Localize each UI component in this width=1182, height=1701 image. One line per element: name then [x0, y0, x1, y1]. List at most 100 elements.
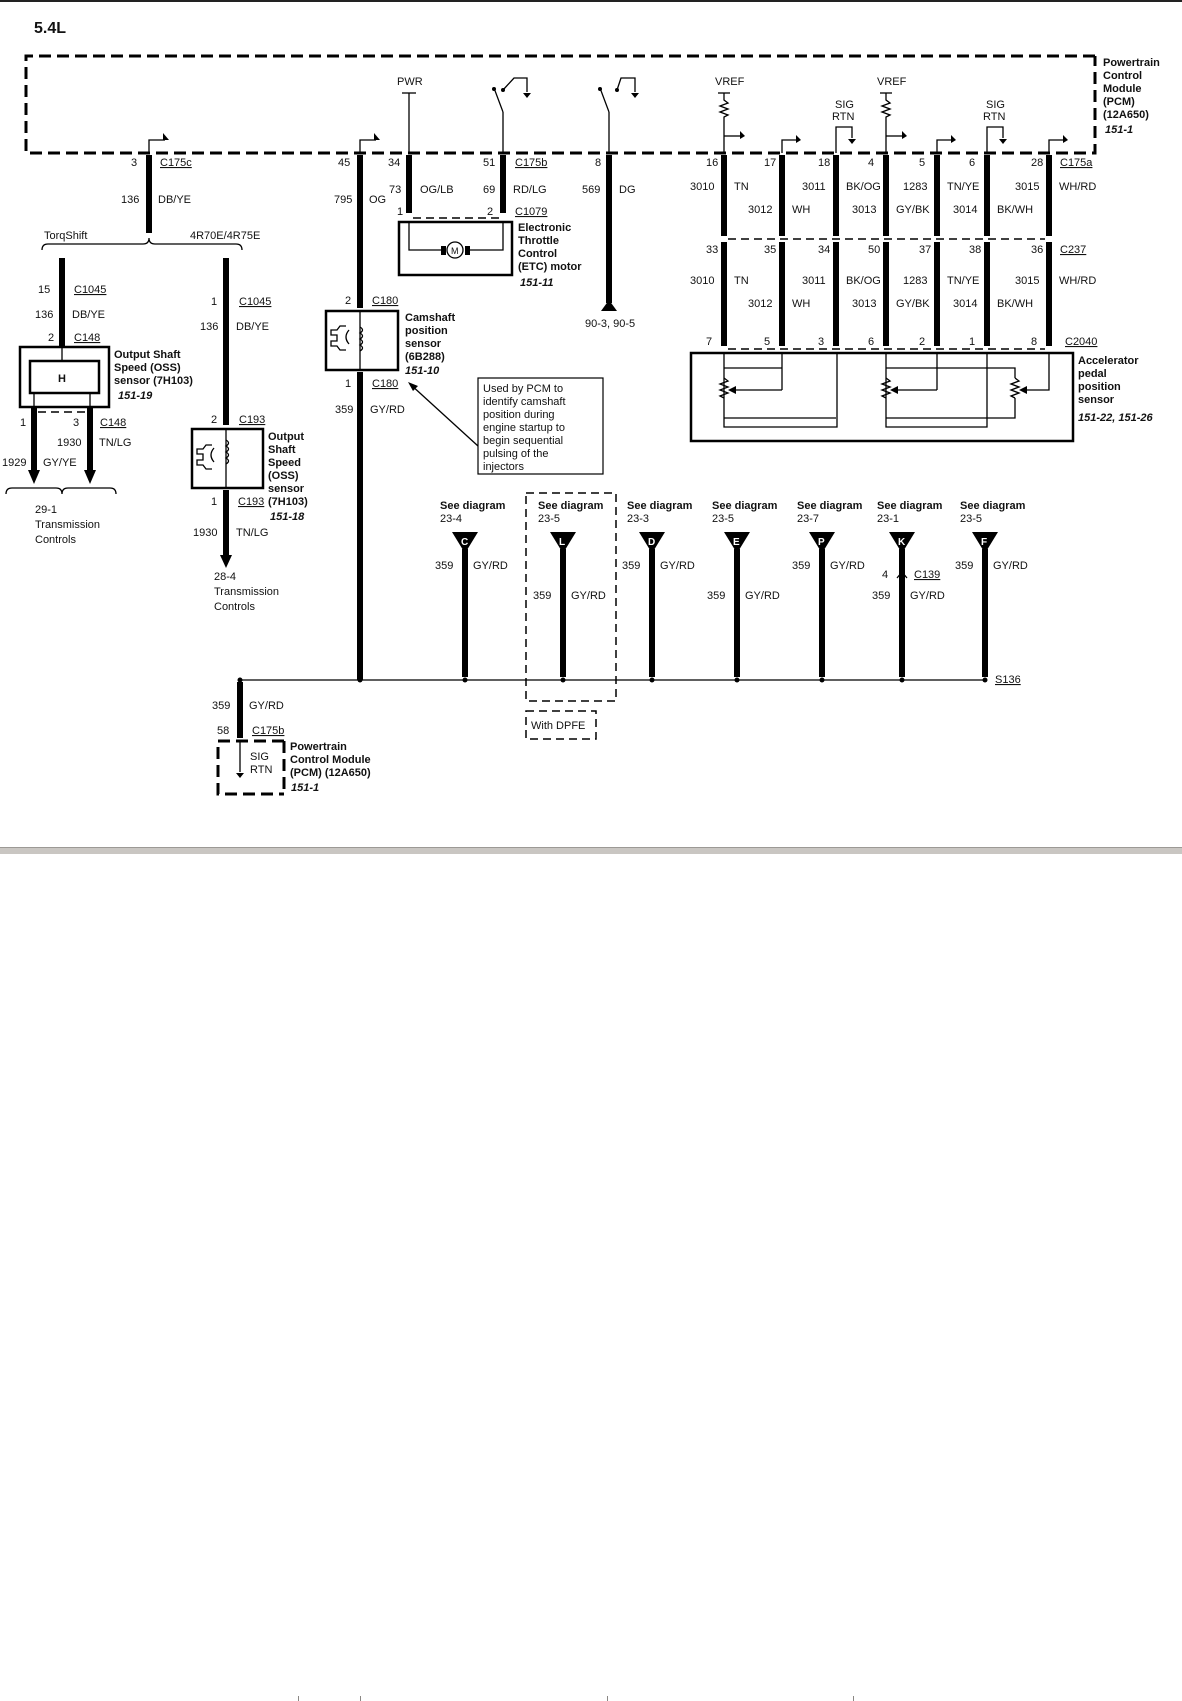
pin-number: 16 — [706, 157, 718, 169]
diagram-page-ref[interactable]: 23-5 — [960, 513, 982, 525]
pin-number: 37 — [919, 244, 931, 256]
pcm-name-line: (PCM) — [1103, 96, 1135, 108]
cmp-sensor-box — [324, 309, 400, 372]
engine-title: 5.4L — [34, 20, 66, 37]
circuit-number: 795 — [334, 194, 352, 206]
circuit-number: 359 — [872, 590, 890, 602]
see-diagram-label[interactable]: See diagram — [712, 500, 778, 512]
reluctor-icon — [196, 444, 215, 470]
note-line: identify camshaft — [483, 396, 566, 408]
pin-number: 6 — [969, 157, 975, 169]
splice-dot — [734, 677, 740, 683]
motor-symbol: M — [451, 246, 459, 256]
note-line: pulsing of the — [483, 448, 548, 460]
wire-color: DB/YE — [236, 321, 269, 333]
pin-number: 2 — [345, 295, 351, 307]
component-name-line: (OSS) — [268, 470, 299, 482]
diagram-page-ref[interactable]: 23-1 — [877, 513, 899, 525]
see-diagram-label[interactable]: See diagram — [797, 500, 863, 512]
sig-rtn-label: SIG — [835, 99, 854, 111]
pin-number: 8 — [1031, 336, 1037, 348]
destination-line: 28-4 — [214, 571, 236, 583]
pin-number: 34 — [388, 157, 400, 169]
pcm-name-line: Powertrain — [1103, 57, 1160, 69]
shield-flag-icon — [1063, 135, 1068, 143]
switch-pivot — [598, 87, 602, 91]
wire-color: BK/WH — [997, 298, 1033, 310]
note-line: injectors — [483, 461, 524, 473]
wiper-arrow-icon — [890, 386, 898, 394]
connector-label: C148 — [74, 332, 100, 344]
connector-label: C1079 — [515, 206, 547, 218]
note-line: position during — [483, 409, 555, 421]
circuit-number: 1283 — [903, 181, 927, 193]
pin-number: 51 — [483, 157, 495, 169]
pin-number: 34 — [818, 244, 830, 256]
ground-icon — [236, 773, 244, 778]
see-diagram-label[interactable]: See diagram — [440, 500, 506, 512]
shield-flag-icon — [951, 135, 956, 143]
component-name-line: Speed (OSS) — [114, 362, 181, 374]
shield-flag-icon — [796, 135, 801, 143]
shield-stub — [781, 139, 796, 153]
destination-line: Controls — [35, 534, 76, 546]
shield-flag-icon — [740, 131, 745, 139]
component-ref: 151-1 — [291, 782, 319, 794]
splice-dot — [462, 677, 468, 683]
circuit-number: 1929 — [2, 457, 26, 469]
shield-flag-icon — [374, 133, 380, 140]
see-diagram-label[interactable]: See diagram — [538, 500, 604, 512]
4r70e-label: 4R70E/4R75E — [190, 230, 260, 242]
component-name-line: sensor (7H103) — [114, 375, 193, 387]
connector-letter: K — [898, 537, 906, 548]
switch-icon — [493, 87, 504, 113]
pcm-sig-rtn-circuit: 359 GY/RD 58 C175b SIG RTN Powertrain Co… — [212, 677, 371, 796]
component-name-line: pedal — [1078, 368, 1107, 380]
motor-icon — [446, 241, 464, 259]
torqshift-label: TorqShift — [44, 230, 87, 242]
diagram-page-ref[interactable]: 23-4 — [440, 513, 462, 525]
see-diagram-label[interactable]: See diagram — [877, 500, 943, 512]
wire-color: WH/RD — [1059, 275, 1096, 287]
wire-color: DG — [619, 184, 636, 196]
component-name-line: (7H103) — [268, 496, 308, 508]
arrow-head-icon — [408, 382, 418, 391]
see-diagram-label[interactable]: See diagram — [960, 500, 1026, 512]
diagram-page-ref[interactable]: 23-5 — [712, 513, 734, 525]
component-name-line: position — [1078, 381, 1121, 393]
diagram-page-ref[interactable]: 23-5 — [538, 513, 560, 525]
pin-number: 1 — [397, 206, 403, 218]
internal-wire — [886, 367, 1016, 378]
see-diagram-label[interactable]: See diagram — [627, 500, 693, 512]
app-internal-wiring — [718, 353, 1050, 428]
wire-color: WH — [792, 204, 810, 216]
coil-icon — [224, 439, 230, 465]
cmp-circuit: 45 795 OG 2 C180 Camshaft position senso… — [324, 133, 455, 680]
circuit-number: 359 — [792, 560, 810, 572]
internal-wire — [1027, 353, 1050, 391]
component-name-line: Powertrain — [290, 741, 347, 753]
4r70e-oss-circuit: 1 C1045 136 DB/YE 2 C193 Output Shaft Sp… — [190, 258, 308, 613]
diagram-page-ref[interactable]: 23-3 — [627, 513, 649, 525]
wire-color: WH/RD — [1059, 181, 1096, 193]
connector-label: C180 — [372, 378, 398, 390]
ground-stub — [502, 77, 528, 92]
splice-dot — [560, 677, 566, 683]
diagram-page-ref[interactable]: 23-7 — [797, 513, 819, 525]
pin-number: 5 — [764, 336, 770, 348]
note-line: engine startup to — [483, 422, 565, 434]
circuit-number: 136 — [200, 321, 218, 333]
component-ref: 151-18 — [270, 511, 305, 523]
component-name-line: Accelerator — [1078, 355, 1139, 367]
pin-number: 3 — [73, 417, 79, 429]
pcm-name-line: (12A650) — [1103, 109, 1149, 121]
connector-label: C2040 — [1065, 336, 1097, 348]
pin-number: 1 — [211, 296, 217, 308]
pin-number: 33 — [706, 244, 718, 256]
